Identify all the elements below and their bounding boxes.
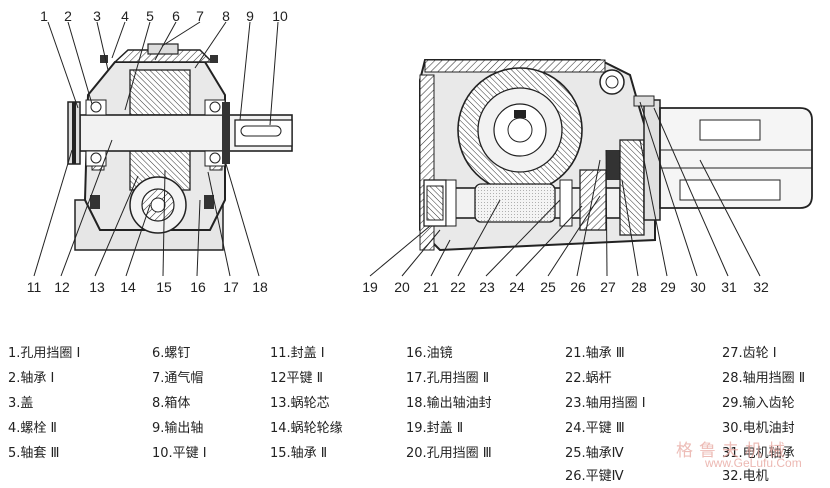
legend-item: 19.封盖 Ⅱ xyxy=(406,421,464,436)
callout-19: 19 xyxy=(362,279,378,295)
callout-25: 25 xyxy=(540,279,556,295)
legend-item: 3.盖 xyxy=(8,396,34,411)
legend-item: 24.平键 Ⅲ xyxy=(565,421,625,436)
callout-27: 27 xyxy=(600,279,616,295)
callout-6: 6 xyxy=(172,8,180,24)
callout-16: 16 xyxy=(190,279,206,295)
callout-11: 11 xyxy=(27,279,42,295)
legend-item: 4.螺栓 Ⅱ xyxy=(8,421,57,436)
callout-32: 32 xyxy=(753,279,769,295)
legend-item: 5.轴套 Ⅲ xyxy=(8,446,60,461)
legend-item: 17.孔用挡圈 Ⅱ xyxy=(406,371,490,386)
legend-item: 12平键 Ⅱ xyxy=(270,371,324,386)
callout-22: 22 xyxy=(450,279,466,295)
callout-21: 21 xyxy=(423,279,439,295)
callout-28: 28 xyxy=(631,279,647,295)
legend-item: 13.蜗轮芯 xyxy=(270,396,330,411)
callout-10: 10 xyxy=(272,8,288,24)
callout-24: 24 xyxy=(509,279,525,295)
legend-item: 31.电机轴承 xyxy=(722,446,795,461)
legend-item: 6.螺钉 xyxy=(152,346,191,361)
callout-20: 20 xyxy=(394,279,410,295)
legend-item: 7.通气帽 xyxy=(152,371,204,386)
callouts-left: 1 2 3 4 5 6 7 8 9 10 11 12 13 14 15 16 1… xyxy=(27,8,288,295)
callouts-right: 19 20 21 22 23 24 25 26 27 28 29 30 31 3… xyxy=(362,279,769,295)
legend-item: 22.蜗杆 xyxy=(565,371,612,386)
legend-item: 28.轴用挡圈 Ⅱ xyxy=(722,371,806,386)
callout-14: 14 xyxy=(120,279,136,295)
callout-1: 1 xyxy=(40,8,48,24)
callout-26: 26 xyxy=(570,279,586,295)
legend-item: 23.轴用挡圈 Ⅰ xyxy=(565,396,646,411)
callout-12: 12 xyxy=(54,279,70,295)
legend-item: 8.箱体 xyxy=(152,396,191,411)
legend-item: 26.平键Ⅳ xyxy=(565,469,624,484)
callout-17: 17 xyxy=(223,279,239,295)
callout-7: 7 xyxy=(196,8,204,24)
legend-item: 15.轴承 Ⅱ xyxy=(270,446,328,461)
callout-3: 3 xyxy=(93,8,101,24)
legend-item: 29.输入齿轮 xyxy=(722,396,795,411)
legend-item: 11.封盖 Ⅰ xyxy=(270,346,325,361)
callout-18: 18 xyxy=(252,279,268,295)
callout-2: 2 xyxy=(64,8,72,24)
legend-item: 16.油镜 xyxy=(406,346,453,361)
callout-31: 31 xyxy=(721,279,737,295)
watermark-logo: 格鲁夫机械 xyxy=(676,441,791,461)
legend-item: 27.齿轮 Ⅰ xyxy=(722,346,777,361)
callout-4: 4 xyxy=(121,8,129,24)
callout-8: 8 xyxy=(222,8,230,24)
callout-30: 30 xyxy=(690,279,706,295)
legend-item: 1.孔用挡圈 Ⅰ xyxy=(8,346,81,361)
left-section-view xyxy=(67,43,293,251)
legend-item: 25.轴承Ⅳ xyxy=(565,446,624,461)
legend-item: 30.电机油封 xyxy=(722,421,795,436)
callout-5: 5 xyxy=(146,8,154,24)
callout-15: 15 xyxy=(156,279,172,295)
legend-item: 21.轴承 Ⅲ xyxy=(565,346,625,361)
legend-item: 14.蜗轮轮缘 xyxy=(270,421,343,436)
legend-item: 10.平键 Ⅰ xyxy=(152,446,207,461)
legend-item: 18.输出轴油封 xyxy=(406,396,492,411)
callout-29: 29 xyxy=(660,279,676,295)
legend-item: 9.输出轴 xyxy=(152,421,204,436)
legend-item: 2.轴承 Ⅰ xyxy=(8,371,55,386)
leader-lines xyxy=(33,21,761,277)
legend-item: 32.电机 xyxy=(722,469,769,484)
callout-9: 9 xyxy=(246,8,254,24)
callout-13: 13 xyxy=(89,279,105,295)
watermark-url: www.GeLufu.Com xyxy=(705,456,802,470)
callout-23: 23 xyxy=(479,279,495,295)
legend-item: 20.孔用挡圈 Ⅲ xyxy=(406,446,492,461)
